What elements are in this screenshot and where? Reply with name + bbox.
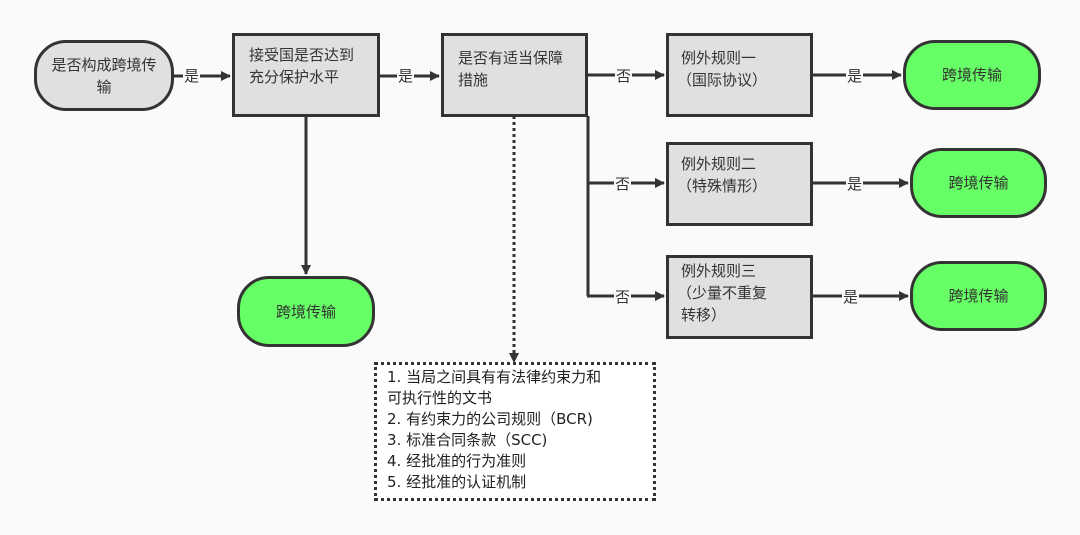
exception-1-title: 例外规则一 — [681, 49, 757, 67]
exception-1-subtitle: （国际协议） — [677, 71, 768, 89]
edge-label-yes: 是 — [846, 175, 864, 193]
edge-label-yes: 是 — [183, 67, 201, 85]
safeguard-measures-note: 1. 当局之间具有有法律约束力和 可执行性的文书 2. 有约束力的公司规则（BC… — [374, 362, 656, 501]
edge-label-yes: 是 — [846, 67, 864, 85]
transfer-label: 跨境传输 — [275, 302, 336, 321]
exception-3-subtitle-cont: 转移） — [681, 306, 727, 324]
edge-label-no: 否 — [614, 175, 632, 193]
safeguards-decision-label: 是否有适当保障措施 — [458, 49, 564, 89]
exception-3-title: 例外规则三 — [681, 262, 757, 280]
transfer-label: 跨境传输 — [948, 174, 1009, 192]
safeguards-decision-node: 是否有适当保障措施 — [441, 33, 588, 117]
measure-item: 2. 有约束力的公司规则（BCR) — [387, 410, 593, 428]
transfer-label: 跨境传输 — [941, 66, 1002, 84]
start-node: 是否构成跨境传输 — [34, 40, 174, 111]
transfer-node-adequacy: 跨境传输 — [237, 276, 375, 347]
adequacy-decision-node: 接受国是否达到充分保护水平 — [232, 33, 380, 117]
measure-item: 3. 标准合同条款（SCC) — [387, 431, 548, 449]
exception-2-node: 例外规则二 （特殊情形） — [666, 142, 813, 226]
edge-label-yes: 是 — [842, 288, 860, 306]
adequacy-decision-label: 接受国是否达到充分保护水平 — [249, 46, 355, 86]
measure-item: 5. 经批准的认证机制 — [387, 473, 527, 491]
transfer-node-exception-1: 跨境传输 — [903, 40, 1041, 110]
measure-item: 1. 当局之间具有有法律约束力和 — [387, 368, 602, 386]
exception-3-subtitle: （少量不重复 — [677, 284, 768, 302]
exception-1-node: 例外规则一 （国际协议） — [666, 33, 813, 117]
edge-label-no: 否 — [614, 288, 632, 306]
exception-2-title: 例外规则二 — [681, 155, 757, 173]
transfer-node-exception-2: 跨境传输 — [910, 148, 1047, 218]
edge-label-yes: 是 — [397, 67, 415, 85]
transfer-node-exception-3: 跨境传输 — [910, 261, 1047, 331]
start-node-label: 是否构成跨境传输 — [51, 55, 157, 96]
measure-item: 可执行性的文书 — [387, 389, 493, 407]
edge-label-no: 否 — [615, 67, 633, 85]
measure-item: 4. 经批准的行为准则 — [387, 452, 527, 470]
transfer-label: 跨境传输 — [948, 287, 1009, 305]
exception-2-subtitle: （特殊情形） — [677, 177, 768, 195]
exception-3-node: 例外规则三 （少量不重复 转移） — [666, 255, 813, 339]
